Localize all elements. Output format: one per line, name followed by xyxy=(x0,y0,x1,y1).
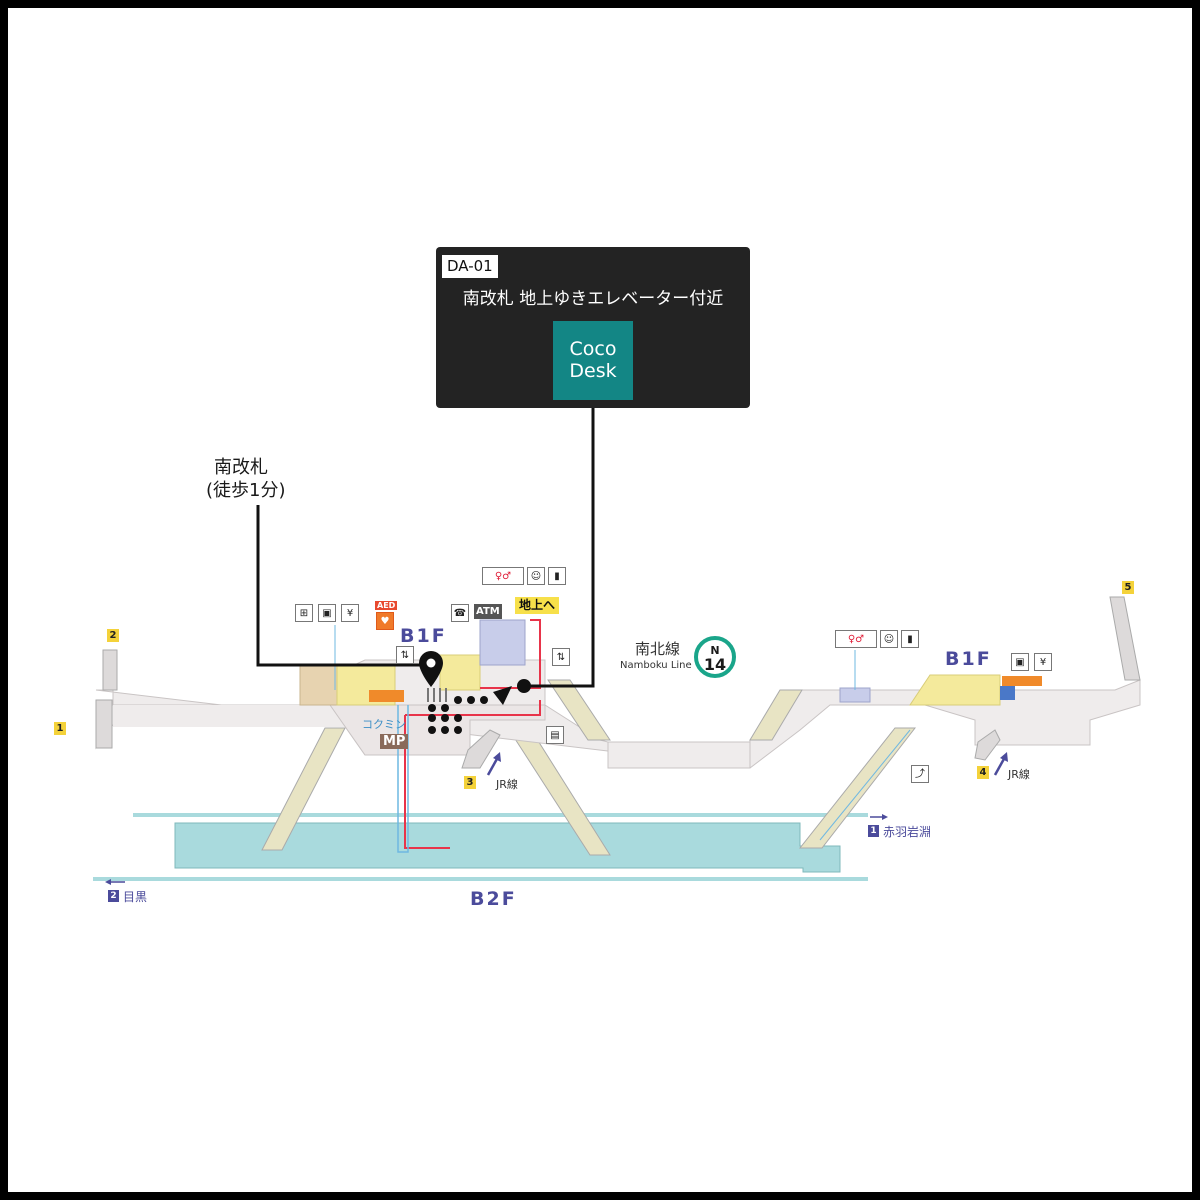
aed-label: AED xyxy=(375,601,398,610)
b1f-concourse-walkway xyxy=(113,705,345,727)
jr4-arrow-icon xyxy=(993,756,1007,776)
exit2-stair xyxy=(102,649,118,691)
location-id: DA-01 xyxy=(442,255,498,278)
toilet-icon: ♀♂ xyxy=(482,567,524,585)
b2f-track-lower xyxy=(93,877,868,881)
desk-location-dot xyxy=(517,679,531,693)
fare-adjust-icon: ¥ xyxy=(341,604,359,622)
walking-path-dots xyxy=(428,696,488,734)
exit-2-badge: 2 xyxy=(107,629,119,642)
baby-icon: ☺ xyxy=(527,567,545,585)
akabane-label: 赤羽岩淵 xyxy=(883,825,932,839)
path-arrow-icon xyxy=(493,686,512,705)
ticket-office-icon-right: ▣ xyxy=(1011,653,1029,671)
exit4-stair xyxy=(974,729,1001,761)
right-ticket-machine xyxy=(1002,676,1042,686)
escalator-icon: ⤴ xyxy=(911,765,929,783)
exit3-stair xyxy=(461,729,501,769)
station-office xyxy=(479,619,526,666)
exit5-stair xyxy=(1109,596,1141,681)
stair-b1-mid xyxy=(547,679,611,741)
fare-adjust-icon-right: ¥ xyxy=(1034,653,1052,671)
red-route xyxy=(404,715,450,849)
locker-icon: ▤ xyxy=(546,726,564,744)
jr3-arrowhead-icon xyxy=(493,752,501,762)
right-ramp-line xyxy=(819,729,911,841)
multipurpose-room-icon: ▮ xyxy=(548,567,566,585)
gate-leader-line xyxy=(256,505,430,667)
qr-icon: ⊞ xyxy=(295,604,313,622)
map-frame: N 14 DA-01 南改札 地上ゆきエレベーター付近 Coco Desk 南改… xyxy=(8,8,1192,1192)
floor-label-b1f-right: B1F xyxy=(945,648,992,670)
jr4-arrowhead-icon xyxy=(1000,752,1008,762)
meguro-number: 2 xyxy=(108,890,119,902)
right-toilet-block xyxy=(839,687,871,703)
b2f-track-upper xyxy=(133,813,868,817)
left-ticket-machine xyxy=(369,690,404,702)
exit1-stair xyxy=(95,699,113,749)
exit-1-badge: 1 xyxy=(54,722,66,735)
paid-area xyxy=(439,654,481,691)
mid-corridor xyxy=(607,741,751,769)
right-shop-area xyxy=(909,674,1001,706)
red-route-gate xyxy=(405,700,541,716)
jr3-arrow-icon xyxy=(486,756,500,776)
meguro-arrowhead-icon xyxy=(105,879,111,885)
akabane-arrowhead-icon xyxy=(882,814,888,820)
station-map: N 14 xyxy=(93,408,1141,885)
coco-desk-logo: Coco Desk xyxy=(553,321,633,400)
exit-4-badge: 4 xyxy=(977,766,989,779)
jr-label-exit3: JR線 xyxy=(496,778,518,791)
multipurpose-room-icon-right: ▮ xyxy=(901,630,919,648)
mp-label: MP xyxy=(380,734,409,749)
gate-name: 南改札 xyxy=(214,457,268,478)
namboku-line-badge: N 14 xyxy=(694,636,736,678)
ticket-office-icon: ▣ xyxy=(318,604,336,622)
stair-b1-b2-right xyxy=(798,727,917,849)
desk-leader-line xyxy=(524,408,595,688)
exit-5-badge: 5 xyxy=(1122,581,1134,594)
exit-3-badge: 3 xyxy=(464,776,476,789)
floor-label-b1f-left: B1F xyxy=(400,625,447,647)
elevator-icon-right: ⇅ xyxy=(552,648,570,666)
logo-line2: Desk xyxy=(569,360,617,382)
logo-line1: Coco xyxy=(569,338,617,360)
elevator-icon-left: ⇅ xyxy=(396,646,414,664)
line-badge-letter: N xyxy=(710,644,719,657)
line-name-jp: 南北線 xyxy=(635,640,681,658)
b2f-platform xyxy=(174,822,841,873)
right-fare-machine xyxy=(1000,686,1015,700)
jr-label-exit4: JR線 xyxy=(1008,768,1030,781)
floor-label-b2f: B2F xyxy=(470,888,517,910)
line-badge-number: 14 xyxy=(704,655,726,674)
aed-icon: ♥ xyxy=(376,612,394,630)
meguro-label: 目黒 xyxy=(123,890,148,904)
line-name-en: Namboku Line xyxy=(620,660,692,671)
phone-icon: ☎ xyxy=(451,604,469,622)
akabane-number: 1 xyxy=(868,825,879,837)
map-pin-icon xyxy=(419,651,443,687)
atm-icon: ATM xyxy=(474,604,502,619)
stair-b1-b2-left-a xyxy=(261,727,346,851)
location-title: 南改札 地上ゆきエレベーター付近 xyxy=(462,289,724,309)
ticket-gates xyxy=(427,688,447,702)
toilet-icon-right: ♀♂ xyxy=(835,630,877,648)
gate-walk-time: (徒歩1分) xyxy=(206,480,286,501)
stair-b1-mid-r xyxy=(749,689,803,741)
blue-route xyxy=(397,705,409,853)
kocomin-label: コクミン xyxy=(362,718,406,731)
baby-icon-right: ☺ xyxy=(880,630,898,648)
to-ground-tag: 地上へ xyxy=(515,597,560,614)
